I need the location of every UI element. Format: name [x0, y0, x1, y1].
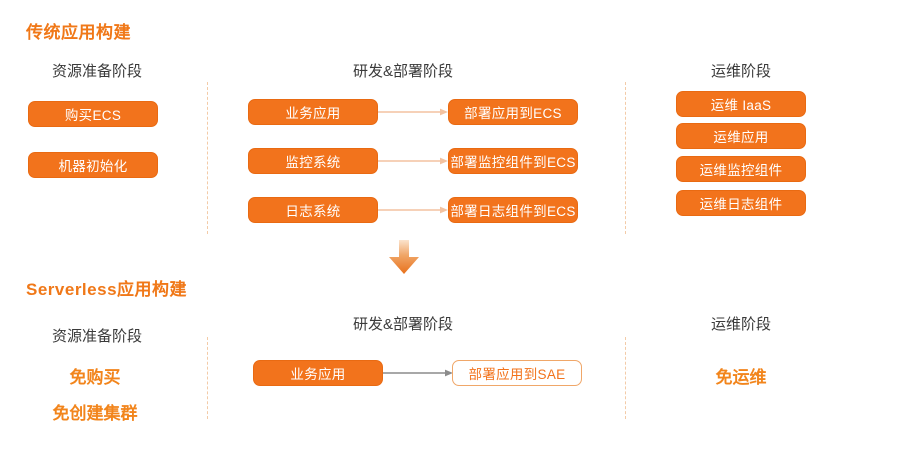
connector-arrow-row2 — [378, 157, 448, 165]
column-header-devdeploy-serverless: 研发&部署阶段 — [352, 316, 453, 333]
pill-buy-ecs[interactable]: 购买ECS — [28, 101, 158, 127]
pill-deploy-app-to-ecs[interactable]: 部署应用到ECS — [448, 99, 578, 125]
connector-arrow-row3 — [378, 206, 448, 214]
pill-business-app-serverless[interactable]: 业务应用 — [253, 360, 383, 386]
pill-logging-system[interactable]: 日志系统 — [248, 197, 378, 223]
column-header-resource-traditional: 资源准备阶段 — [51, 63, 142, 80]
pill-ops-iaas[interactable]: 运维 IaaS — [676, 91, 806, 117]
highlight-no-ops: 免运维 — [715, 368, 767, 387]
column-header-ops-serverless: 运维阶段 — [710, 316, 771, 333]
column-header-devdeploy-traditional: 研发&部署阶段 — [352, 63, 453, 80]
pill-monitoring-system[interactable]: 监控系统 — [248, 148, 378, 174]
pill-deploy-logging-to-ecs[interactable]: 部署日志组件到ECS — [448, 197, 578, 223]
divider-serverless-left — [207, 337, 208, 419]
pill-deploy-monitoring-to-ecs[interactable]: 部署监控组件到ECS — [448, 148, 578, 174]
divider-serverless-right — [625, 337, 626, 419]
divider-traditional-left — [207, 82, 208, 234]
column-header-resource-serverless: 资源准备阶段 — [51, 328, 142, 345]
pill-ops-application[interactable]: 运维应用 — [676, 123, 806, 149]
column-header-ops-traditional: 运维阶段 — [710, 63, 771, 80]
pill-business-app-traditional[interactable]: 业务应用 — [248, 99, 378, 125]
highlight-no-cluster-creation: 免创建集群 — [52, 404, 138, 423]
divider-traditional-right — [625, 82, 626, 234]
connector-arrow-serverless — [383, 369, 453, 377]
highlight-no-purchase: 免购买 — [69, 368, 121, 387]
pill-ops-logging-component[interactable]: 运维日志组件 — [676, 190, 806, 216]
pill-machine-init[interactable]: 机器初始化 — [28, 152, 158, 178]
down-arrow-icon — [389, 240, 419, 274]
pill-deploy-app-to-sae[interactable]: 部署应用到SAE — [452, 360, 582, 386]
section-title-serverless: Serverless应用构建 — [26, 280, 188, 299]
pill-ops-monitoring-component[interactable]: 运维监控组件 — [676, 156, 806, 182]
connector-arrow-row1 — [378, 108, 448, 116]
section-title-traditional: 传统应用构建 — [26, 23, 131, 42]
